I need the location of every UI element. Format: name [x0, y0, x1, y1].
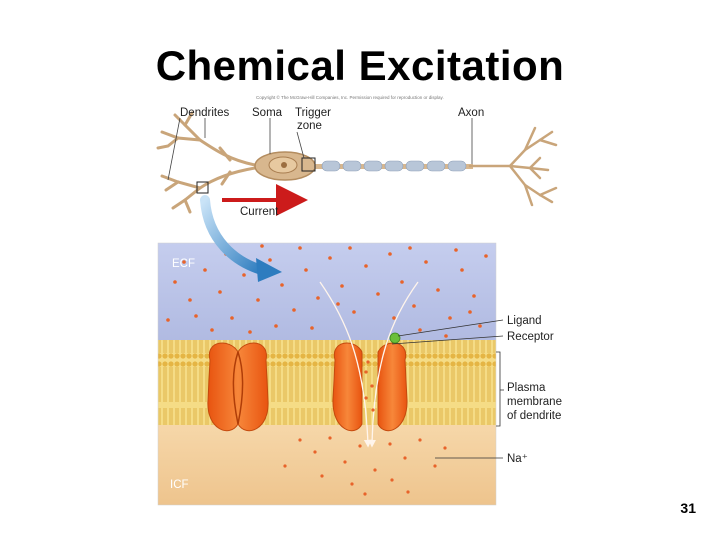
trigger-zone-label-line1: Trigger: [295, 107, 331, 119]
page-number: 31: [680, 500, 696, 516]
ligand-label: Ligand: [507, 315, 542, 327]
trigger-zone-label-line2: zone: [297, 120, 322, 132]
membrane-label-line2: membrane: [507, 396, 562, 408]
icf-label: ICF: [170, 479, 189, 491]
dendrites-label: Dendrites: [180, 107, 229, 119]
axon-label: Axon: [458, 107, 484, 119]
neuron-illustration: Dendrites Soma Trigger zone Axon Current: [158, 107, 556, 218]
soma-label: Soma: [252, 107, 283, 119]
current-label: Current: [240, 206, 279, 218]
sodium-ion-label: Na⁺: [507, 453, 528, 465]
myelin-sheath: [322, 161, 466, 171]
closed-ion-channel: [208, 343, 268, 431]
receptor-label: Receptor: [507, 331, 554, 343]
icf-region: [158, 425, 496, 505]
membrane-label-line3: of dendrite: [507, 410, 561, 422]
membrane-label-line1: Plasma: [507, 382, 546, 394]
membrane-panel: ECF ICF Ligand Receptor Plasma membrane …: [158, 200, 562, 505]
ecf-label: ECF: [172, 258, 195, 270]
axon-terminals: [470, 128, 556, 205]
ligand-molecule: [390, 333, 400, 343]
